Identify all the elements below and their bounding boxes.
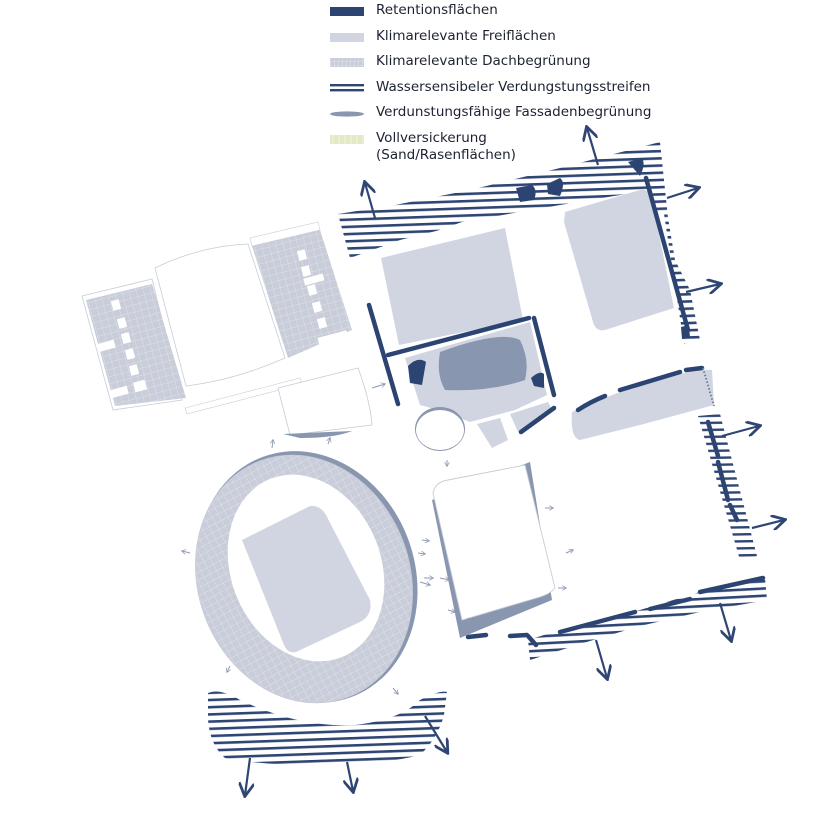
west-building bbox=[81, 221, 373, 438]
legend-item-roof-greening: Klimarelevante Dachbegrünung bbox=[330, 53, 651, 70]
central-hall bbox=[432, 462, 556, 638]
legend-label-open-space: Klimarelevante Freiflächen bbox=[376, 27, 556, 44]
legend-item-retention: Retentionsflächen bbox=[330, 2, 651, 19]
infiltration-icon bbox=[330, 134, 364, 144]
stadium bbox=[195, 451, 418, 704]
legend-item-infiltration: Vollversickerung (Sand/Rasenflächen) bbox=[330, 130, 651, 164]
evaporation-strip-icon bbox=[330, 83, 364, 92]
legend-item-open-space: Klimarelevante Freiflächen bbox=[330, 28, 651, 45]
open-space-icon bbox=[330, 32, 364, 42]
legend-item-evaporation-strip: Wassersensibeler Verdungstungsstreifen bbox=[330, 79, 651, 96]
legend-label-retention: Retentionsflächen bbox=[376, 2, 498, 18]
legend-label-infiltration-detail: (Sand/Rasenflächen) bbox=[376, 146, 516, 163]
legend: Retentionsflächen Klimarelevante Freiflä… bbox=[330, 2, 651, 173]
runoff-arrows bbox=[245, 128, 784, 795]
legend-label-evaporation-strip: Wassersensibeler Verdungstungsstreifen bbox=[376, 78, 651, 95]
round-pavilion bbox=[415, 407, 465, 451]
evaporation-strip-north bbox=[338, 142, 700, 344]
evaporation-strip-east bbox=[698, 414, 757, 560]
retention-icon bbox=[330, 7, 364, 16]
retention-areas bbox=[408, 158, 690, 388]
legend-label-roof-greening: Klimarelevante Dachbegrünung bbox=[376, 53, 591, 70]
evaporation-strip-south bbox=[208, 691, 447, 766]
legend-item-facade-greening: Verdunstungsfähige Fassadenbegrünung bbox=[330, 104, 651, 121]
evaporation-strip-southeast bbox=[528, 578, 767, 660]
drainage-arrows bbox=[182, 384, 573, 694]
roof-greening-icon bbox=[330, 58, 364, 68]
legend-label-facade-greening: Verdunstungsfähige Fassadenbegrünung bbox=[376, 104, 652, 121]
facade-greening-icon bbox=[330, 111, 364, 117]
open-space-areas bbox=[381, 189, 714, 448]
legend-label-infiltration: Vollversickerung bbox=[376, 129, 487, 146]
facade-greening-east bbox=[702, 367, 715, 407]
